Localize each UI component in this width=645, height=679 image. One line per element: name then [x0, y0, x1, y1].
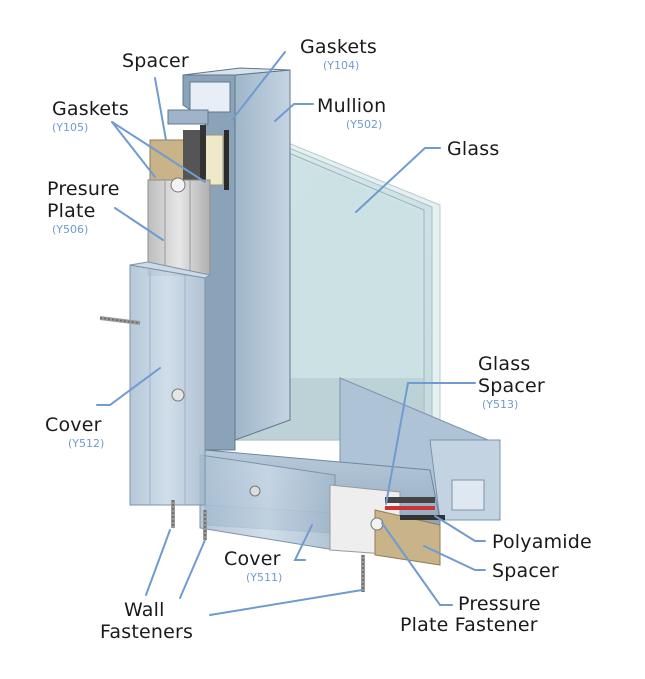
- leader-presure-plate: [114, 207, 164, 241]
- leader-spacer-top: [154, 77, 167, 141]
- leader-lines: [96, 51, 486, 616]
- code-glass-spacer: (Y513): [482, 398, 519, 411]
- label-mullion: Mullion: [317, 95, 387, 117]
- code-cover-left: (Y512): [68, 437, 105, 450]
- pressure-plate-vertical: [147, 177, 211, 276]
- label-wall-fasteners-2: Fasteners: [100, 621, 194, 643]
- leader-wall-2: [179, 539, 206, 599]
- label-pressure-fastener-1: Pressure: [458, 593, 541, 615]
- label-gaskets-left: Gaskets: [52, 98, 130, 120]
- leader-gaskets-top: [231, 51, 286, 121]
- screws: [99, 316, 365, 592]
- leader-glass: [355, 147, 441, 213]
- code-gaskets-left: (Y105): [52, 121, 89, 134]
- label-cover-bottom: Cover: [224, 548, 281, 570]
- label-spacer-bottom: Spacer: [492, 560, 559, 582]
- leader-pressure-fastener: [381, 522, 453, 606]
- leader-cover-left: [96, 367, 161, 406]
- code-presure-plate: (Y506): [52, 223, 89, 236]
- leader-gaskets-left-2: [111, 121, 206, 183]
- leader-cover-bottom: [293, 524, 313, 561]
- leader-polyamide: [434, 515, 486, 542]
- leader-wall-1: [145, 529, 171, 596]
- label-spacer-top: Spacer: [122, 50, 189, 72]
- cover-vertical: [129, 261, 212, 506]
- label-gaskets-top: Gaskets: [300, 36, 378, 58]
- leader-spacer-bottom: [423, 545, 486, 571]
- leader-mullion: [274, 103, 314, 122]
- top-gaskets: [149, 125, 229, 190]
- label-presure-plate-1: Presure: [47, 178, 120, 200]
- label-polyamide: Polyamide: [492, 531, 592, 553]
- code-gaskets-top: (Y104): [323, 59, 360, 72]
- label-glass: Glass: [447, 138, 500, 160]
- label-pressure-fastener-2: Plate Fastener: [400, 614, 538, 636]
- leader-gaskets-left-1: [111, 121, 156, 178]
- label-glass-spacer-1: Glass: [478, 353, 531, 375]
- label-presure-plate-2: Plate: [47, 200, 96, 222]
- screw-left: [99, 316, 141, 325]
- code-cover-bottom: (Y511): [246, 571, 283, 584]
- leader-glass-spacer: [385, 382, 476, 505]
- label-glass-spacer-2: Spacer: [478, 375, 545, 397]
- label-cover-left: Cover: [45, 414, 102, 436]
- leader-wall-3: [209, 589, 363, 616]
- code-mullion: (Y502): [346, 118, 383, 131]
- label-wall-fasteners-1: Wall: [124, 599, 165, 621]
